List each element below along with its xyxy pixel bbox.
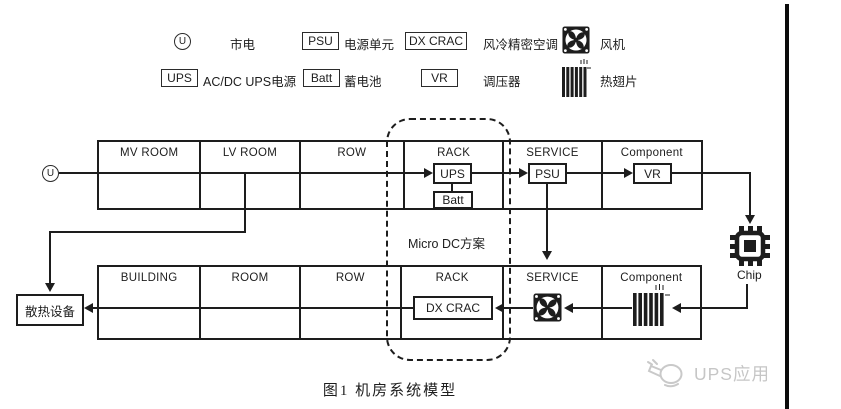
fan-icon-diagram (533, 293, 562, 322)
arrow-into-fan (564, 303, 573, 313)
dx-crac-node: DX CRAC (413, 296, 493, 320)
arrow-into-chip (745, 215, 755, 224)
cell-service-top: SERVICE (502, 142, 600, 208)
legend-utility-symbol: U (174, 33, 191, 50)
megaphone-icon (647, 359, 683, 388)
cell-component-top: Component (600, 142, 701, 208)
line-lv-left (49, 231, 246, 233)
line-dxcrac-to-cooling (93, 307, 413, 309)
arrow-into-cooling-top (45, 283, 55, 292)
arrow-into-cooling-right (84, 303, 93, 313)
cell-row-bottom: ROW (298, 267, 400, 338)
vr-node: VR (633, 163, 672, 184)
cell-service-bottom: SERVICE (502, 267, 600, 338)
cell-lv-room: LV ROOM (199, 142, 298, 208)
arrow-into-dxcrac (495, 303, 504, 313)
line-ups-to-psu (472, 172, 519, 174)
cell-component-bottom: Component (600, 267, 700, 338)
watermark-text: UPS应用 (694, 364, 770, 384)
fan-icon (562, 26, 590, 54)
arrow-into-ups (424, 168, 433, 178)
arrow-into-vr (624, 168, 633, 178)
micro-dc-dashed-boundary (386, 118, 511, 361)
line-chip-down (746, 284, 748, 309)
legend-ups-symbol: UPS (161, 69, 198, 87)
cell-rack-bottom: RACK (400, 267, 502, 338)
arrow-psu-to-service (542, 251, 552, 260)
utility-source-node: U (42, 165, 59, 182)
chip-icon (730, 226, 770, 266)
cell-building: BUILDING (120, 272, 178, 284)
legend-ups-label: AC/DC UPS电源 (203, 75, 297, 89)
legend-fan-label: 风机 (600, 38, 626, 52)
line-u-to-ups (59, 172, 426, 174)
heatsink-icon-diagram (633, 284, 670, 326)
cell-room: ROOM (199, 267, 298, 338)
line-lv-to-cooling (49, 231, 51, 284)
legend-psu-symbol: PSU (302, 32, 339, 50)
chip-label: Chip (737, 268, 762, 282)
cell-mv-room: MV ROOM (120, 147, 179, 159)
line-lv-down (244, 173, 246, 233)
top-row-table: MV ROOM LV ROOM ROW RACK SERVICE Compone… (97, 140, 703, 210)
line-chip-to-heatsink (681, 307, 748, 309)
legend-dxcrac-label: 风冷精密空调 (483, 38, 559, 52)
batt-node: Batt (433, 191, 473, 209)
legend-utility-label: 市电 (230, 38, 256, 52)
arrow-into-psu (519, 168, 528, 178)
line-heatsink-to-fan (573, 307, 632, 309)
figure-caption: 图1 机房系统模型 (322, 383, 458, 399)
psu-node: PSU (528, 163, 567, 184)
legend-psu-label: 电源单元 (344, 38, 395, 52)
line-vr-to-chip-v (749, 172, 751, 216)
legend-heatsink-label: 热翅片 (600, 75, 638, 89)
legend-vr-symbol: VR (421, 69, 458, 87)
cooling-device-node: 散热设备 (16, 294, 84, 326)
line-ups-batt (451, 184, 453, 192)
ups-node: UPS (433, 163, 472, 184)
right-border-line (785, 4, 789, 409)
legend-batt-symbol: Batt (303, 69, 340, 87)
cell-rack-top: RACK (402, 142, 502, 208)
heatsink-icon (562, 59, 591, 97)
arrow-into-heatsink (672, 303, 681, 313)
line-psu-to-vr (567, 172, 624, 174)
line-psu-down (546, 184, 548, 252)
line-vr-to-chip-h (672, 172, 751, 174)
legend-batt-label: 蓄电池 (344, 75, 382, 89)
legend-dxcrac-symbol: DX CRAC (405, 32, 467, 50)
line-fan-to-dxcrac (504, 307, 533, 309)
cell-row-top: ROW (298, 142, 403, 208)
micro-dc-label: Micro DC方案 (407, 237, 486, 251)
legend-vr-label: 调压器 (483, 75, 521, 89)
